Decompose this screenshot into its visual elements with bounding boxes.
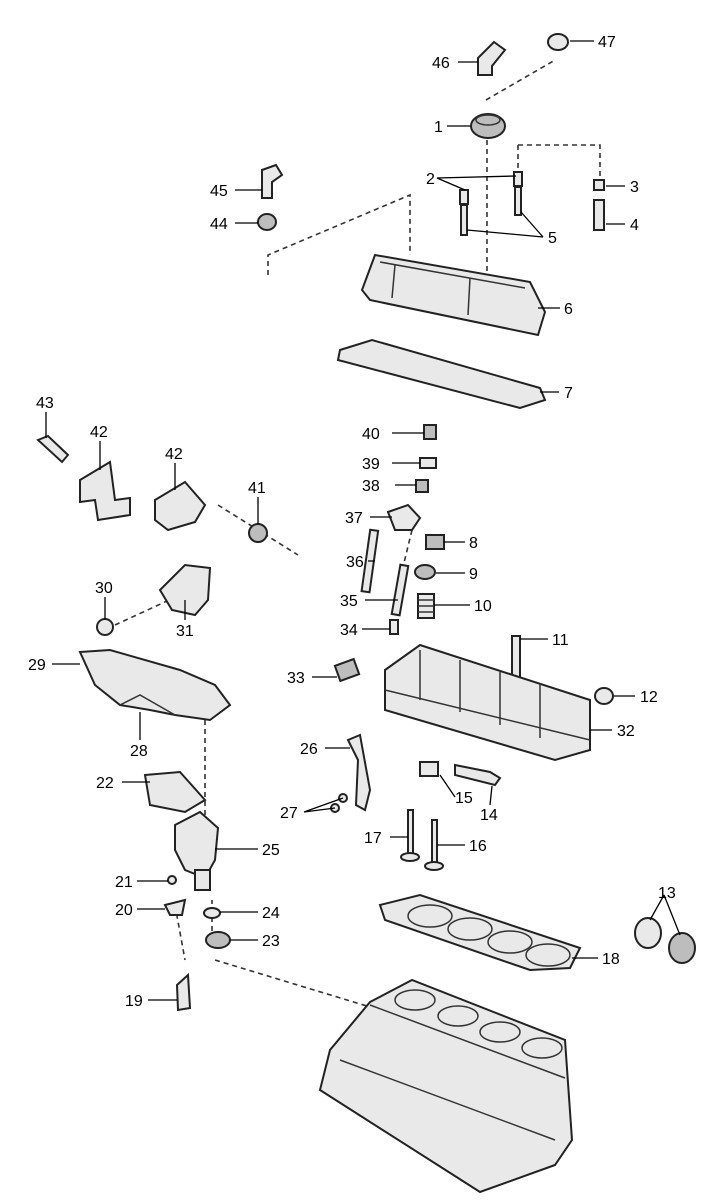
callout-15: 15 bbox=[455, 790, 473, 807]
mount-bolt-part bbox=[96, 618, 114, 636]
callout-22: 22 bbox=[96, 775, 114, 792]
callout-14: 14 bbox=[480, 807, 498, 824]
callout-20: 20 bbox=[115, 902, 133, 919]
pcv-elbow-part bbox=[261, 163, 284, 199]
callout-12: 12 bbox=[640, 689, 658, 706]
housing-seal-part bbox=[203, 907, 231, 949]
callout-39: 39 bbox=[362, 456, 380, 473]
cup-plug-part bbox=[594, 687, 614, 705]
engine-mount-bracket-part bbox=[158, 563, 212, 617]
bracket-bolt-part bbox=[36, 434, 70, 464]
callout-28: 28 bbox=[130, 743, 148, 760]
lifting-bracket-left-part bbox=[79, 460, 131, 522]
callout-3: 3 bbox=[630, 179, 639, 196]
callout-30: 30 bbox=[95, 580, 113, 597]
intake-valve-part bbox=[400, 809, 420, 862]
callout-43: 43 bbox=[36, 395, 54, 412]
callout-47: 47 bbox=[598, 34, 616, 51]
pivot-ball-part bbox=[419, 457, 437, 469]
callout-16: 16 bbox=[469, 838, 487, 855]
callout-36: 36 bbox=[346, 554, 364, 571]
valve-cover-part bbox=[360, 253, 547, 337]
rocker-arm-part bbox=[386, 503, 422, 531]
callout-23: 23 bbox=[262, 933, 280, 950]
callout-46: 46 bbox=[432, 55, 450, 72]
callout-35: 35 bbox=[340, 593, 358, 610]
callout-45: 45 bbox=[210, 183, 228, 200]
callout-27: 27 bbox=[280, 805, 298, 822]
rocker-nut-part bbox=[423, 424, 437, 440]
nut-part bbox=[248, 523, 268, 543]
valve-seal-part bbox=[419, 761, 439, 777]
exhaust-valve-part bbox=[424, 819, 444, 871]
rocker-stud-part bbox=[415, 479, 429, 493]
callout-17: 17 bbox=[364, 830, 382, 847]
oil-filler-cap-part bbox=[470, 113, 506, 139]
callout-26: 26 bbox=[300, 741, 318, 758]
callout-19: 19 bbox=[125, 993, 143, 1010]
sensor-part bbox=[163, 875, 187, 916]
lifting-bracket-right-part bbox=[154, 480, 207, 532]
callout-8: 8 bbox=[469, 535, 478, 552]
callout-24: 24 bbox=[262, 905, 280, 922]
callout-40: 40 bbox=[362, 426, 380, 443]
callout-10: 10 bbox=[474, 598, 492, 615]
head-gasket-part bbox=[378, 893, 582, 972]
callout-6: 6 bbox=[564, 301, 573, 318]
glow-plug-part bbox=[454, 763, 502, 787]
callout-32: 32 bbox=[617, 723, 635, 740]
manifold-gasket-part bbox=[78, 648, 232, 722]
lifter-guide-part bbox=[333, 657, 361, 683]
callout-44: 44 bbox=[210, 216, 228, 233]
callout-42-right: 42 bbox=[165, 446, 183, 463]
seal-rings-part bbox=[634, 917, 696, 964]
spring-retainer-part bbox=[414, 564, 436, 580]
cover-fastener-part bbox=[593, 179, 605, 231]
pushrod-part bbox=[390, 563, 410, 617]
valve-keeper-part bbox=[425, 534, 445, 550]
thermostat-housing-part bbox=[174, 810, 220, 891]
callout-38: 38 bbox=[362, 478, 380, 495]
hose-clip-part bbox=[175, 972, 192, 1012]
callout-41: 41 bbox=[248, 480, 266, 497]
callout-21: 21 bbox=[115, 874, 133, 891]
callout-18: 18 bbox=[602, 951, 620, 968]
breather-cap-part bbox=[547, 33, 569, 51]
callout-labels: 47 46 1 2 3 4 5 6 7 45 44 43 42 42 41 30… bbox=[28, 34, 676, 1010]
callout-5: 5 bbox=[548, 230, 557, 247]
callout-11: 11 bbox=[552, 632, 569, 649]
grommet-part bbox=[257, 213, 277, 231]
heat-shield-bracket-part bbox=[346, 733, 372, 812]
callout-37: 37 bbox=[345, 510, 363, 527]
cylinder-head-part bbox=[384, 643, 591, 762]
callout-25: 25 bbox=[262, 842, 280, 859]
cover-studs-part bbox=[460, 186, 522, 236]
elbow-hose-part bbox=[477, 40, 507, 76]
callout-33: 33 bbox=[287, 670, 305, 687]
callout-1: 1 bbox=[434, 119, 443, 136]
callout-2: 2 bbox=[426, 171, 435, 188]
callout-42-left: 42 bbox=[90, 424, 108, 441]
exhaust-gasket-part bbox=[143, 770, 207, 814]
callout-34: 34 bbox=[340, 622, 358, 639]
callout-7: 7 bbox=[564, 385, 573, 402]
callout-29: 29 bbox=[28, 657, 46, 674]
callout-31: 31 bbox=[176, 623, 194, 640]
callout-4: 4 bbox=[630, 217, 639, 234]
callout-13: 13 bbox=[658, 885, 676, 902]
valve-spring-part bbox=[417, 593, 435, 619]
valve-cover-gasket-part bbox=[336, 338, 547, 410]
engine-block-part bbox=[318, 978, 574, 1194]
shield-screws-part bbox=[330, 793, 348, 813]
callout-9: 9 bbox=[469, 566, 478, 583]
lifter-part bbox=[389, 619, 399, 635]
leader-lines bbox=[45, 40, 681, 1001]
